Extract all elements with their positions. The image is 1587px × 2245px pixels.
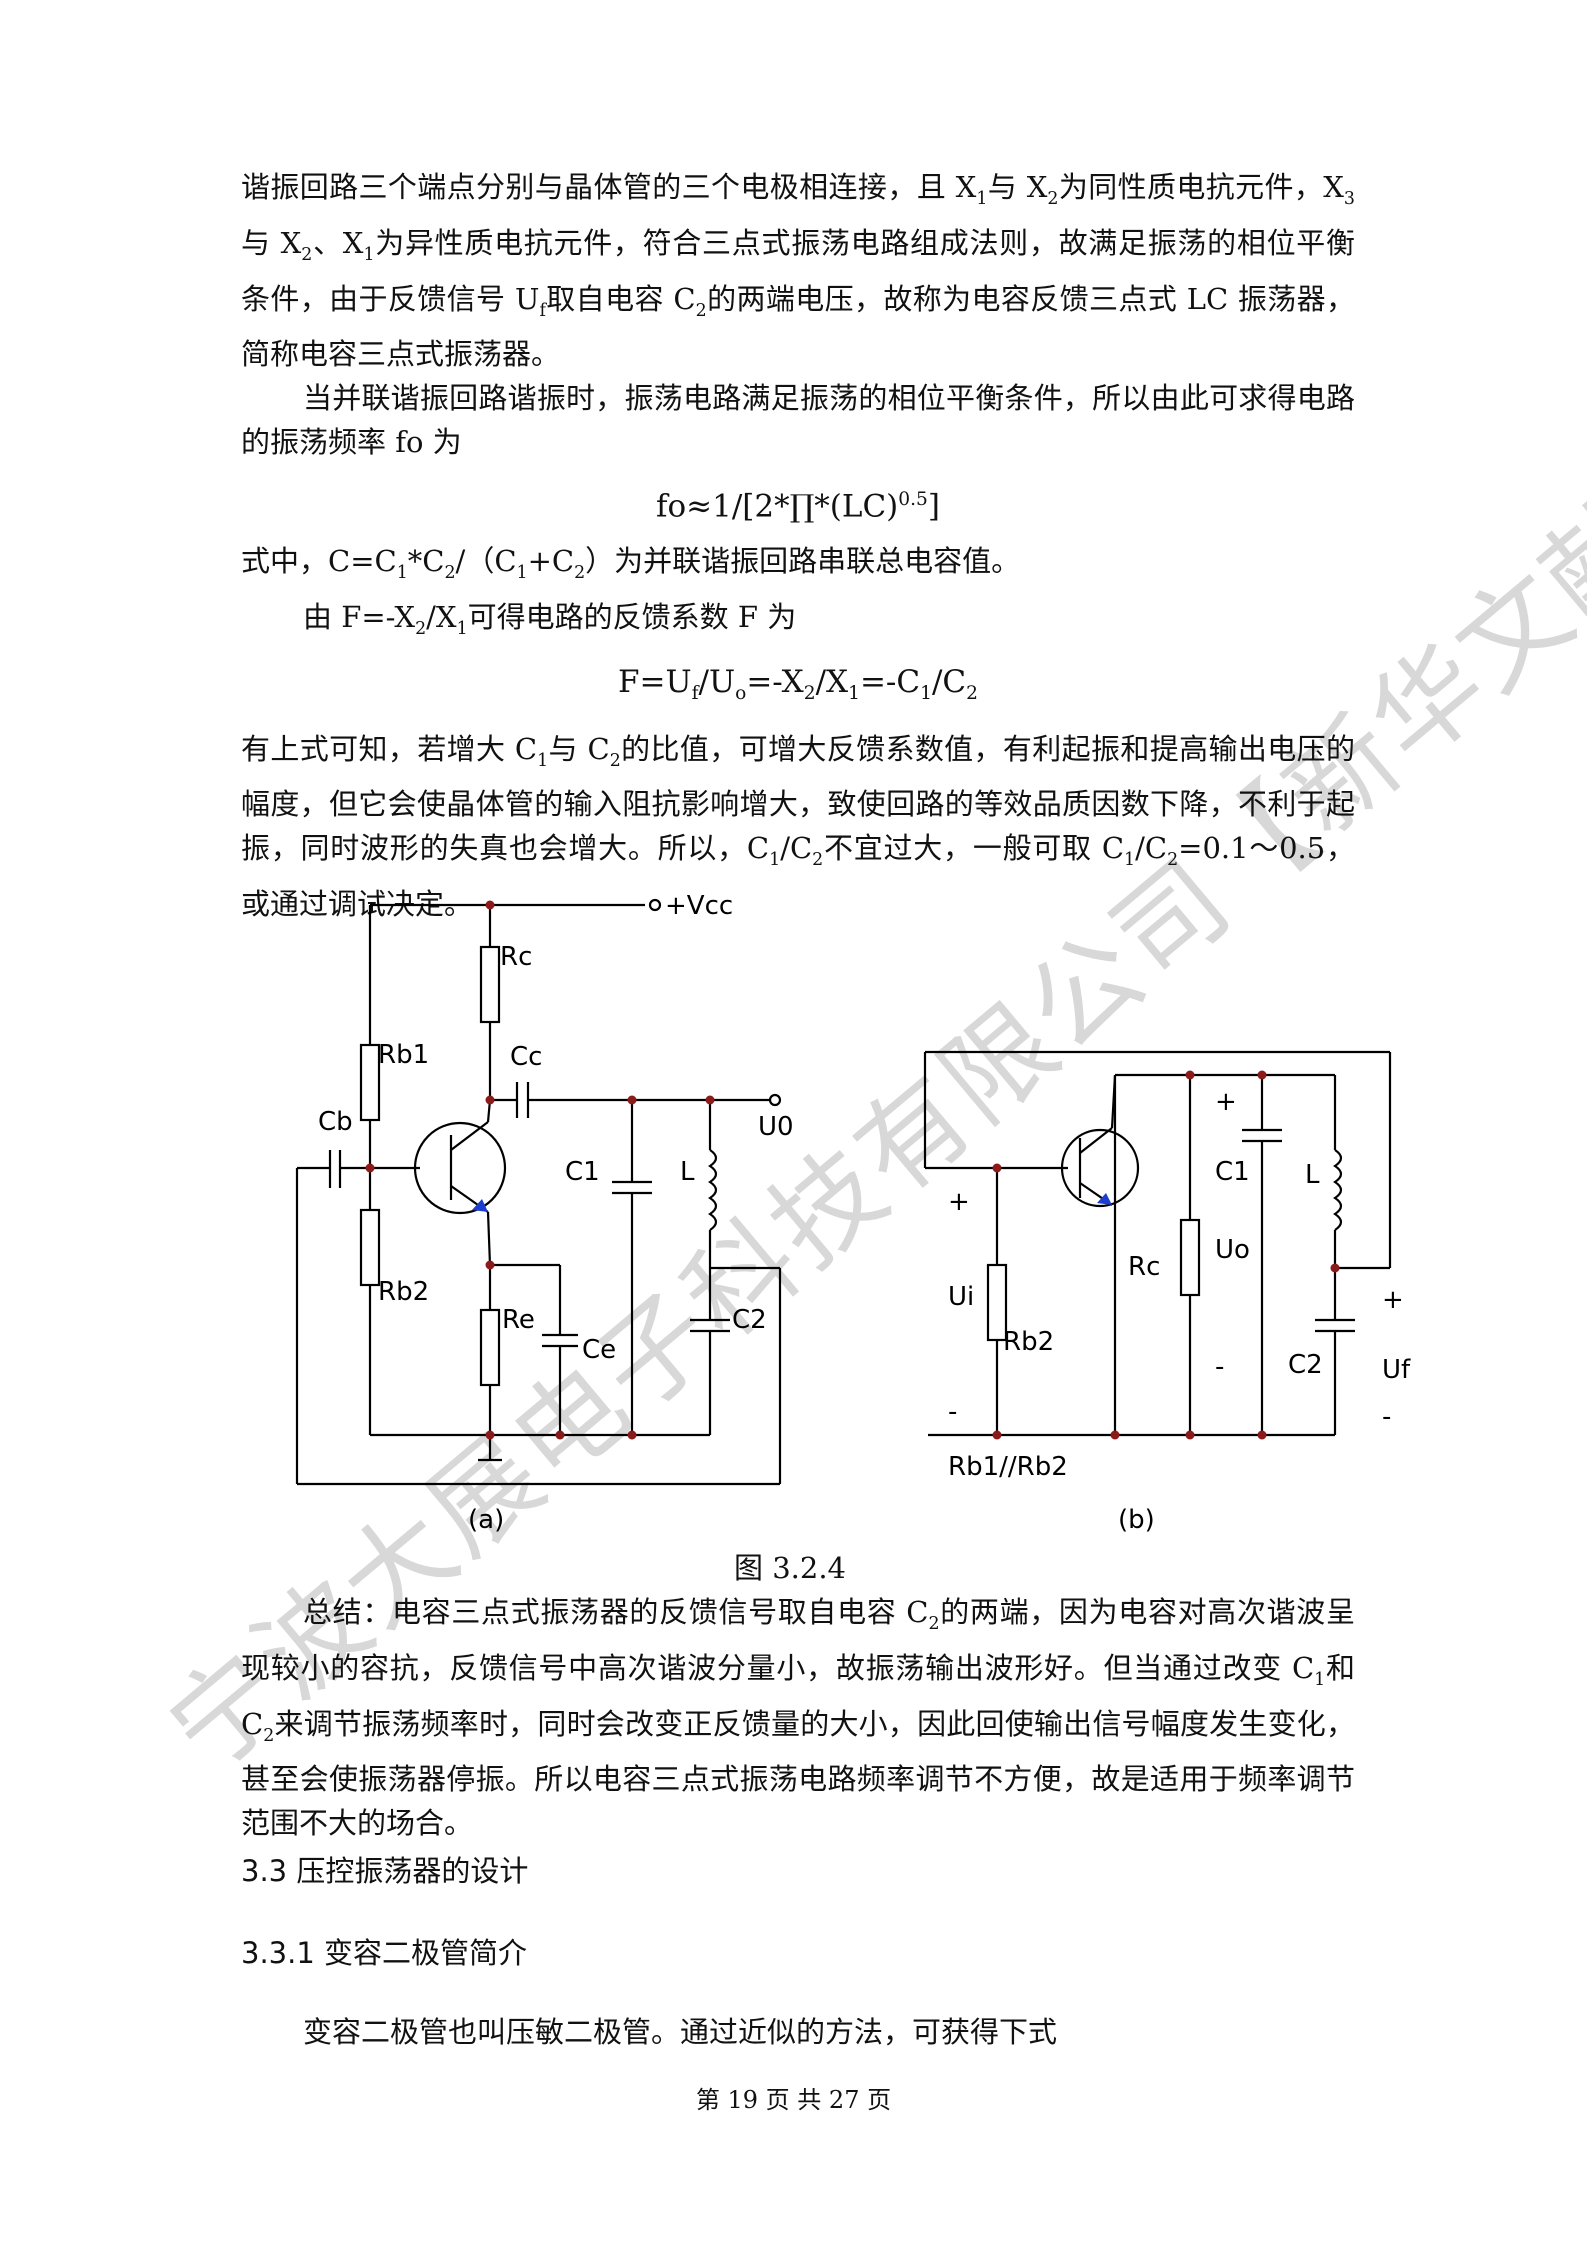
label-u0: U0 — [758, 1112, 794, 1142]
formula-feedback: F=Uf/Uo=-X2/X1=-C1/C2 — [618, 664, 978, 705]
label-rc: Rc — [500, 942, 532, 972]
paragraph-1: 谐振回路三个端点分别与晶体管的三个电极相连接，且 X1与 X2为同性质电抗元件，… — [241, 170, 1355, 372]
emitter-arrows — [472, 1193, 1112, 1212]
label-c1: C1 — [565, 1157, 600, 1187]
label-c2-b: C2 — [1288, 1350, 1323, 1380]
body-text-bottom: 总结：电容三点式振荡器的反馈信号取自电容 C2的两端，因为电容对高次谐波呈现较小… — [241, 1590, 1355, 1845]
label-rb1: Rb1 — [378, 1040, 429, 1070]
label-plus-f: + — [1382, 1285, 1404, 1315]
label-minus-in: - — [948, 1397, 957, 1427]
label-vcc: +Vcc — [665, 891, 733, 921]
label-ui: Ui — [948, 1282, 974, 1312]
circuit-a-labels: +Vcc Rc Cc Rb1 Cb U0 C1 L Rb2 Re Ce C2 (… — [318, 891, 794, 1535]
label-uo: Uo — [1215, 1235, 1250, 1265]
caption-b: (b) — [1118, 1505, 1155, 1535]
paragraph-5: 有上式可知，若增大 C1与 C2的比值，可增大反馈系数值，有利起振和提高输出电压… — [241, 731, 1355, 922]
page-footer: 第 19 页 共 27 页 — [695, 2086, 892, 2114]
circuit-b-wires — [923, 1050, 1392, 1437]
label-plus-in: + — [948, 1187, 970, 1217]
label-ce: Ce — [582, 1335, 616, 1365]
section-heading-3-3: 3.3 压控振荡器的设计 — [241, 1854, 529, 1888]
junction-dots — [365, 900, 1340, 1440]
label-l: L — [680, 1157, 695, 1187]
label-rb12: Rb1//Rb2 — [948, 1452, 1068, 1482]
formula-frequency: fo≈1/[2*∏*(LC)0.5] — [656, 488, 940, 525]
label-rb2-b: Rb2 — [1003, 1327, 1054, 1357]
label-minus-o: - — [1215, 1352, 1224, 1382]
label-c2: C2 — [732, 1305, 767, 1335]
label-re: Re — [502, 1305, 535, 1335]
label-minus-f: - — [1382, 1402, 1391, 1432]
label-c1-b: C1 — [1215, 1157, 1250, 1187]
paragraph-2: 当并联谐振回路谐振时，振荡电路满足振荡的相位平衡条件，所以由此可求得电路的振荡频… — [241, 381, 1355, 460]
body-text-last: 变容二极管也叫压敏二极管。通过近似的方法，可获得下式 — [241, 2010, 1355, 2054]
circuit-a-wires — [295, 898, 782, 1486]
label-cc: Cc — [510, 1042, 542, 1072]
label-plus-o: + — [1215, 1087, 1237, 1117]
caption-a: (a) — [468, 1505, 504, 1535]
label-uf: Uf — [1382, 1355, 1411, 1385]
label-rc-b: Rc — [1128, 1252, 1160, 1282]
label-rb2: Rb2 — [378, 1277, 429, 1307]
label-cb: Cb — [318, 1107, 353, 1137]
paragraph-3: 式中，C=C1*C2/（C1+C2）为并联谐振回路串联总电容值。 — [241, 543, 1021, 583]
circuit-b-labels: + Ui Rb2 - Rb1//Rb2 Rc + C1 Uo - L + C2 … — [948, 1087, 1411, 1535]
body-text-top: 谐振回路三个端点分别与晶体管的三个电极相连接，且 X1与 X2为同性质电抗元件，… — [241, 165, 1355, 926]
figure-caption: 图 3.2.4 — [733, 1551, 846, 1585]
paragraph-7: 变容二极管也叫压敏二极管。通过近似的方法，可获得下式 — [303, 2015, 1058, 2049]
paragraph-4: 由 F=-X2/X1可得电路的反馈系数 F 为 — [303, 599, 797, 639]
section-heading-3-3-1: 3.3.1 变容二极管简介 — [241, 1936, 528, 1970]
label-l-b: L — [1305, 1160, 1320, 1190]
paragraph-6: 总结：电容三点式振荡器的反馈信号取自电容 C2的两端，因为电容对高次谐波呈现较小… — [241, 1595, 1355, 1841]
